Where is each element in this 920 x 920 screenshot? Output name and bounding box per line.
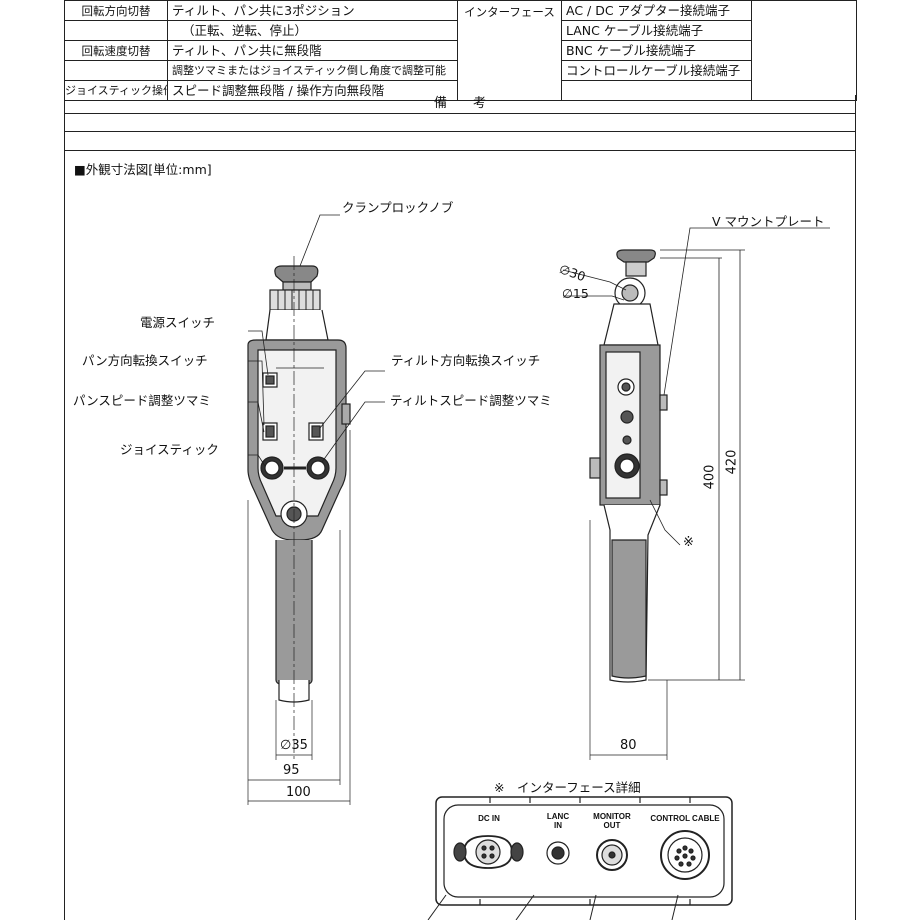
spec-value: ティルト、パン共に無段階 [167, 40, 458, 61]
label-power-switch: 電源スイッチ [140, 315, 216, 330]
dim-width-95: 95 [283, 763, 300, 778]
dim-width-100: 100 [286, 785, 311, 800]
spec-value: （正転、逆転、停止） [167, 20, 458, 41]
remarks-row [64, 114, 856, 132]
spec-value: 調整ツマミまたはジョイスティック倒し角度で調整可能 [167, 60, 458, 81]
port-label-monitor-out: MONITOR OUT [593, 812, 631, 830]
spec-table: 回転方向切替 ティルト、パン共に3ポジション インターフェース AC / DC … [64, 0, 857, 101]
interface-detail-panel [427, 796, 733, 920]
label-joystick: ジョイスティック [120, 442, 219, 457]
remarks-header: 備 考 [64, 95, 856, 114]
interface-detail-title: ※ インターフェース詳細 [494, 780, 641, 795]
remarks-label: 備 考 [433, 96, 486, 111]
front-view [247, 214, 385, 805]
label-clamp-knob: クランプロックノブ [342, 200, 454, 215]
label-tilt-speed-knob: ティルトスピード調整ツマミ [390, 393, 552, 408]
label-pan-speed-knob: パンスピード調整ツマミ [73, 393, 211, 408]
interface-item: LANC ケーブル接続端子 [561, 20, 752, 41]
frame-left [64, 150, 65, 920]
frame-right [855, 150, 856, 920]
interface-label: インターフェース [457, 0, 562, 101]
section-title: ■外観寸法図[単位:mm] [74, 162, 212, 177]
port-label-lanc-in: LANC IN [546, 812, 570, 830]
spec-blank [751, 0, 857, 101]
side-view [562, 227, 830, 760]
dim-height-400: 400 [702, 464, 718, 490]
port-label-control-cable: CONTROL CABLE [650, 814, 720, 823]
label-pan-dir-switch: パン方向転換スイッチ [82, 353, 208, 368]
dim-diameter-15: ∅15 [562, 286, 589, 301]
spec-value: スピード調整無段階 / 操作方向無段階 [167, 80, 458, 101]
port-label-dc-in: DC IN [478, 814, 500, 823]
dim-width-80: 80 [620, 738, 637, 753]
dim-diameter-35: ∅35 [280, 738, 308, 753]
remarks-row [64, 132, 856, 151]
asterisk-mark: ※ [683, 535, 694, 550]
dim-height-420: 420 [724, 449, 740, 475]
spec-label: ジョイスティック操作 [64, 80, 168, 101]
label-tilt-dir-switch: ティルト方向転換スイッチ [391, 353, 541, 368]
spec-blank [561, 80, 752, 101]
spec-label: 回転速度切替 [64, 40, 168, 61]
label-v-mount: V マウントプレート [712, 214, 825, 229]
